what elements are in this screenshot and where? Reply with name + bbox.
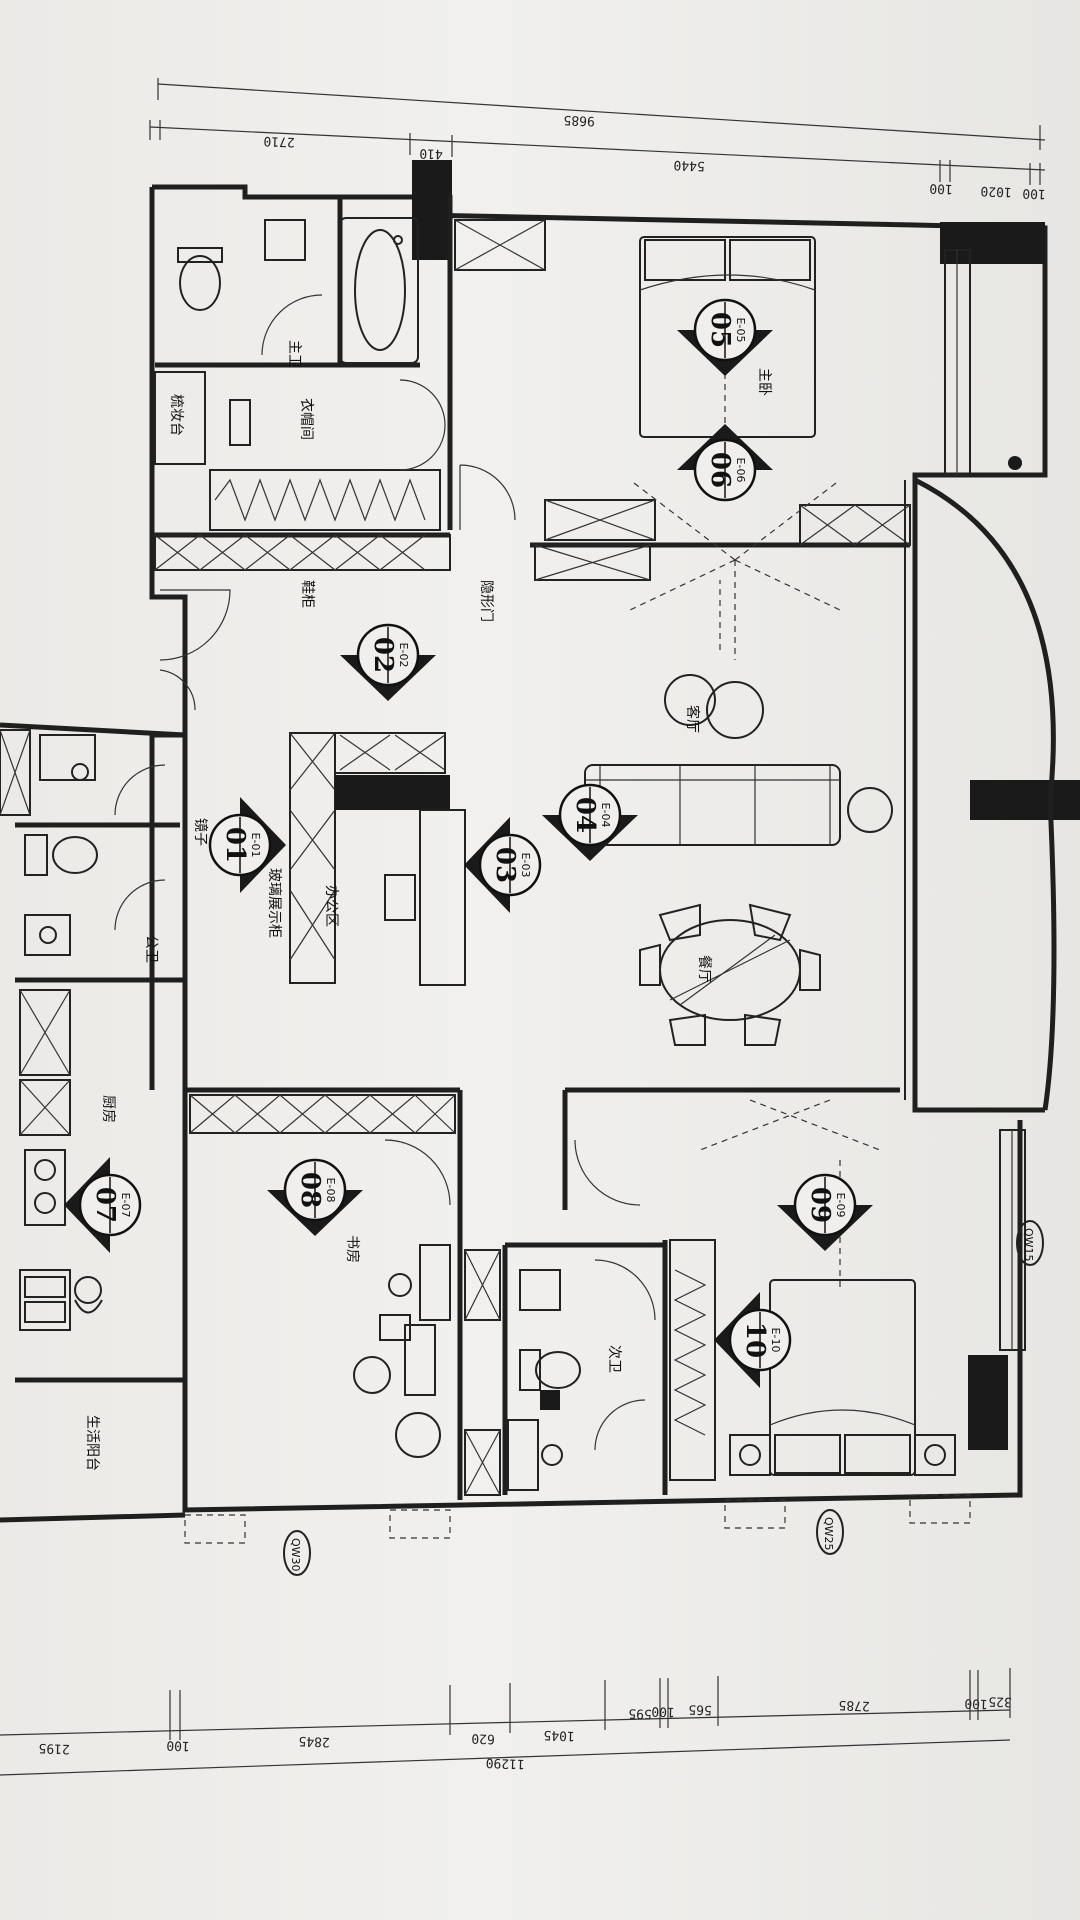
marker-ref: E-06 bbox=[734, 458, 747, 483]
bottom-dim-seg-10: 100 bbox=[964, 1695, 988, 1711]
marker-ref: E-03 bbox=[519, 853, 532, 878]
storage-bands bbox=[0, 219, 911, 1496]
outer-walls bbox=[0, 160, 1080, 1523]
room-label-dining-room: 餐厅 bbox=[696, 955, 712, 983]
marker-number: 05 bbox=[705, 312, 735, 348]
room-label-kitchen: 厨房 bbox=[100, 1095, 116, 1123]
top-dim-seg-2: 410 bbox=[419, 145, 443, 161]
marker-number: 06 bbox=[705, 452, 735, 488]
kitchen-fixtures bbox=[19, 1149, 103, 1331]
second-bedroom-furniture bbox=[574, 1139, 956, 1481]
bottom-dim-seg-7: 100 bbox=[651, 1703, 675, 1719]
room-label-office-area: 办公区 bbox=[323, 885, 339, 927]
top-dimension-lines bbox=[149, 78, 1046, 185]
window-tag-bottom-left: QW30 bbox=[283, 1530, 311, 1576]
room-label-dressing-table: 梳妆台 bbox=[168, 394, 184, 436]
walk-in-closet-fixtures bbox=[154, 371, 446, 531]
dining-furniture bbox=[639, 903, 821, 1046]
public-bath-fixtures bbox=[24, 734, 166, 956]
marker-number: 10 bbox=[740, 1322, 770, 1358]
bottom-dim-seg-3: 2845 bbox=[298, 1733, 330, 1749]
bottom-dim-seg-6: 595 bbox=[628, 1705, 652, 1721]
marker-number: 03 bbox=[490, 847, 520, 883]
room-label-public-bath: 公卫 bbox=[143, 935, 159, 963]
marker-ref: E-09 bbox=[834, 1193, 847, 1218]
window-tag-right: QW15 bbox=[1016, 1220, 1044, 1266]
balcony-curve bbox=[913, 477, 1057, 1111]
marker-number: 01 bbox=[220, 827, 250, 863]
svg-text:QW15: QW15 bbox=[1022, 1228, 1035, 1262]
study-furniture bbox=[353, 1139, 451, 1458]
top-dim-seg-5: 1020 bbox=[980, 183, 1012, 199]
window-tag-bottom-right: QW25 bbox=[816, 1509, 844, 1555]
marker-ref: E-02 bbox=[397, 643, 410, 668]
room-label-mirror: 镜子 bbox=[192, 818, 208, 846]
living-room-furniture bbox=[584, 580, 893, 846]
room-label-master-bedroom: 主卧 bbox=[756, 368, 772, 396]
bottom-dim-seg-2: 100 bbox=[166, 1737, 190, 1753]
marker-ref: E-01 bbox=[249, 833, 262, 858]
svg-text:QW25: QW25 bbox=[822, 1517, 835, 1551]
room-label-glass-display-cabinet: 玻璃展示柜 bbox=[266, 868, 283, 938]
room-label-utility-balcony: 生活阳台 bbox=[84, 1415, 100, 1471]
marker-number: 08 bbox=[295, 1172, 325, 1208]
room-label-hidden-door: 隐形门 bbox=[478, 580, 494, 622]
room-label-master-bath: 主卫 bbox=[286, 340, 302, 368]
top-dim-seg-1: 2710 bbox=[263, 133, 295, 149]
structural-column-top-right bbox=[940, 222, 1045, 264]
interior-walls bbox=[0, 195, 910, 1500]
master-bath-fixtures bbox=[177, 217, 419, 364]
room-label-walk-in-closet: 衣帽间 bbox=[298, 398, 314, 440]
top-dim-seg-4: 100 bbox=[929, 180, 953, 196]
marker-ref: E-07 bbox=[119, 1193, 132, 1218]
bottom-overall-dimension: 11290 bbox=[485, 1755, 525, 1771]
marker-ref: E-05 bbox=[734, 318, 747, 343]
entrance-door bbox=[159, 589, 231, 711]
room-label-living-room: 客厅 bbox=[684, 705, 701, 733]
bottom-dim-seg-5: 1045 bbox=[543, 1727, 575, 1743]
windows-right bbox=[944, 249, 1026, 1351]
top-dim-seg-6: 100 bbox=[1022, 185, 1046, 201]
bottom-dim-seg-4: 620 bbox=[471, 1730, 495, 1746]
marker-number: 09 bbox=[805, 1187, 835, 1223]
bottom-dim-seg-8: 565 bbox=[688, 1701, 712, 1717]
top-overall-dimension: 9685 bbox=[563, 112, 595, 128]
marker-number: 02 bbox=[368, 637, 398, 673]
marker-number: 07 bbox=[90, 1187, 120, 1223]
marker-ref: E-04 bbox=[599, 803, 612, 828]
room-label-study: 书房 bbox=[344, 1235, 360, 1263]
structural-column-right bbox=[970, 780, 1080, 820]
marker-ref: E-10 bbox=[769, 1328, 782, 1353]
top-dim-seg-3: 5440 bbox=[673, 157, 705, 173]
marker-ref: E-08 bbox=[324, 1178, 337, 1203]
structural-column-bottom-right bbox=[968, 1355, 1008, 1450]
room-label-second-bath: 次卫 bbox=[606, 1345, 622, 1373]
marker-number: 04 bbox=[570, 797, 600, 833]
bottom-dimension-lines bbox=[0, 1668, 1011, 1776]
office-area-furniture bbox=[289, 732, 466, 986]
bottom-dim-seg-11: 325 bbox=[988, 1693, 1012, 1709]
second-bath-fixtures bbox=[507, 1259, 656, 1491]
bottom-dim-seg-9: 2785 bbox=[838, 1697, 870, 1713]
bottom-dim-seg-1: 2195 bbox=[38, 1740, 70, 1756]
room-label-shoe-cabinet: 鞋柜 bbox=[299, 580, 315, 608]
ceiling-light-rays bbox=[629, 479, 881, 1151]
svg-text:QW30: QW30 bbox=[289, 1538, 302, 1572]
